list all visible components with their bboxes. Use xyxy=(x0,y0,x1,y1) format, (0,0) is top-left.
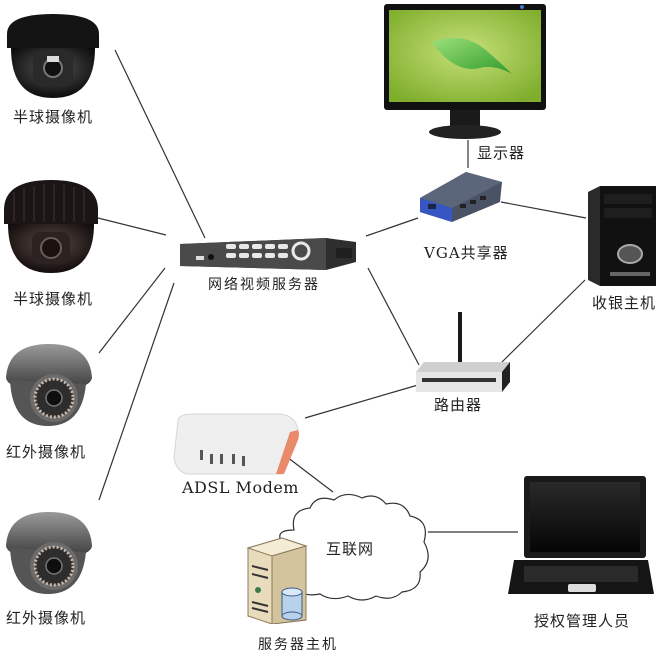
node-label: 网络视频服务器 xyxy=(208,277,320,293)
node-label: ADSL Modem xyxy=(182,478,299,497)
modem-icon xyxy=(173,413,299,475)
dvr-icon xyxy=(180,238,356,270)
dome-camera-icon xyxy=(7,14,99,98)
node-label: 授权管理人员 xyxy=(534,612,631,630)
vga-splitter-icon xyxy=(420,172,502,222)
edge-router-modem xyxy=(304,384,419,419)
infrared-camera-icon xyxy=(6,344,92,426)
node-label: 收银主机 xyxy=(592,294,657,312)
desktop-tower-icon xyxy=(588,186,656,286)
admin-laptop xyxy=(506,474,656,602)
edge-ir-cam-2-server xyxy=(98,282,175,501)
router xyxy=(414,310,512,392)
edge-modem-internet xyxy=(286,456,334,493)
monitor xyxy=(384,4,546,140)
edge-server-router xyxy=(367,267,420,366)
edge-server-vga xyxy=(365,217,419,237)
node-label: VGA共享器 xyxy=(424,244,509,262)
ir-camera-1 xyxy=(4,340,94,430)
cashier-pc xyxy=(586,184,658,288)
monitor-icon xyxy=(384,4,546,139)
wifi-router-icon xyxy=(416,312,510,392)
node-label: 半球摄像机 xyxy=(13,108,94,126)
adsl-modem xyxy=(172,408,300,476)
node-label: 服务器主机 xyxy=(258,637,338,653)
edge-dome-cam-1-server xyxy=(114,49,206,239)
vga-splitter xyxy=(416,168,504,224)
dome-camera-2 xyxy=(2,178,100,273)
edge-vga-cashier xyxy=(500,201,587,219)
laptop-icon xyxy=(508,476,654,594)
node-label: 红外摄像机 xyxy=(6,443,87,461)
edge-dome-cam-2-server xyxy=(97,217,167,236)
server-host xyxy=(246,536,314,625)
node-label: 路由器 xyxy=(434,396,483,414)
server-icon xyxy=(246,537,308,625)
dome-camera-1 xyxy=(3,6,103,98)
node-label: 显示器 xyxy=(477,144,526,162)
infrared-camera-icon xyxy=(6,512,92,594)
node-label: 红外摄像机 xyxy=(6,609,87,627)
edge-ir-cam-1-server xyxy=(98,267,166,354)
network-video-server xyxy=(176,234,360,272)
dome-camera-icon xyxy=(4,180,98,273)
node-label: 半球摄像机 xyxy=(13,290,94,308)
ir-camera-2 xyxy=(4,508,94,598)
edge-cashier-router xyxy=(501,279,586,363)
node-label: 互联网 xyxy=(326,540,375,558)
